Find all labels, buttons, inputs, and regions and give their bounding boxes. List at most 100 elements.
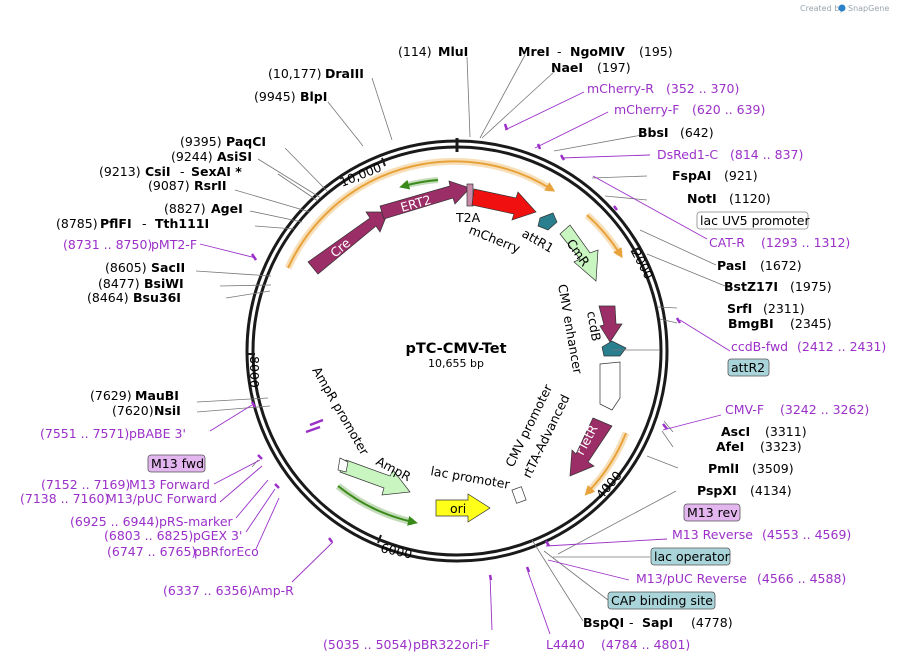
dsred-name: DsRed1-C [657, 147, 718, 162]
cat-r-position: (1293 .. 1312) [761, 235, 850, 250]
m13-fwd-box [147, 454, 206, 473]
bsu36i-position: (8464) [87, 290, 129, 305]
ert2-label: ERT2 [399, 192, 433, 215]
nsii-name: NsiI [154, 403, 181, 418]
label-bmgbi: BmgBI (2345) [728, 316, 832, 331]
label-srfi: SrfI (2311) [727, 301, 805, 316]
lacuv5-box [696, 211, 809, 230]
pmli-position: (3509) [752, 461, 794, 476]
rtta-arc [584, 432, 627, 496]
bstz17i-position: (1975) [790, 279, 832, 294]
attr1-feature [537, 212, 558, 231]
pbr322ori-f-name: pBR322ori-F [413, 637, 490, 652]
lac-operator-name: lac operator [654, 549, 731, 564]
asci-position: (3311) [765, 424, 807, 439]
bbsi-position: (642) [680, 125, 714, 140]
tick-mark [603, 483, 611, 490]
label-m13-rev: M13 rev [683, 503, 741, 522]
label-draiii: (10,177) DraIII [268, 66, 364, 81]
lac-operator-box [650, 547, 731, 566]
rsrii-position: (9087) [148, 178, 190, 193]
prs-marker-position: (6925 .. 6944) [70, 514, 159, 529]
mrei-name: MreI [518, 44, 550, 59]
mcherry-r-name: mCherry-R [587, 81, 654, 96]
pasi-position: (1672) [760, 258, 802, 273]
label-pgex3: (6803 .. 6825) pGEX 3' [104, 528, 242, 543]
asisi-position: (9244) [171, 149, 213, 164]
label-maubi: (7629) MauBI [90, 388, 179, 403]
label-lac-operator: lac operator [650, 547, 731, 566]
ccdb-label: ccdB [584, 310, 604, 342]
bstz17i-name: BstZ17I [724, 279, 778, 294]
label-cap: CAP binding site [607, 591, 716, 610]
label-prs-marker: (6925 .. 6944) pRS-marker [70, 514, 234, 529]
mlui-position: (114) [398, 44, 432, 59]
nsii-position: (7620) [112, 403, 154, 418]
mlui-name: MluI [438, 44, 468, 59]
maubi-position: (7629) [90, 388, 132, 403]
cmv-enhancer-feature [599, 361, 621, 411]
lac-operator-feature [511, 486, 527, 504]
cap-box [607, 591, 716, 610]
label-m13-reverse: M13 Reverse (4553 .. 4569) [672, 527, 851, 542]
bspqi-name: BspQI [583, 615, 624, 630]
bmgbi-name: BmgBI [728, 316, 774, 331]
ngomiv-name: NgoMIV [570, 44, 625, 59]
mcherry-feature [471, 188, 537, 221]
sacii-name: SacII [151, 260, 185, 275]
label-mrei: MreI - NgoMIV (195) [518, 44, 673, 59]
maubi-name: MauBI [135, 388, 179, 403]
asci-name: AscI [721, 424, 750, 439]
noti-name: NotI [687, 191, 717, 206]
lac-promoter-label: lac promoter [429, 463, 511, 492]
l4440-name: L4440 [546, 637, 585, 652]
cmv-f-position: (3242 .. 3262) [780, 402, 869, 417]
label-bsiwi: (8477) BsiWI [98, 276, 184, 291]
label-m13-fwd: M13 fwd [147, 454, 206, 473]
sacii-position: (8605) [105, 260, 147, 275]
fspai-position: (921) [724, 168, 758, 183]
pmt2-f-name: pMT2-F [151, 237, 197, 252]
ampr-promoter-feature [337, 457, 349, 473]
lacuv5-name: lac UV5 promoter [700, 213, 810, 228]
pbrforeco-position: (6747 .. 6765) [107, 544, 196, 559]
tth111i-name: Tth111I [155, 216, 209, 231]
sapi-name: SapI [642, 615, 673, 630]
label-pmli: PmlI (3509) [708, 461, 794, 476]
pspxi-position: (4134) [750, 483, 792, 498]
attr2-feature [601, 340, 627, 357]
mcherry-label: mCherry [467, 222, 523, 256]
cmr-feature [559, 224, 599, 282]
asisi-name: AsiSI [217, 149, 252, 164]
pflfi-sep: - [142, 216, 147, 231]
noti-position: (1120) [729, 191, 771, 206]
label-lacuv5: lac UV5 promoter [696, 211, 810, 230]
agei-position: (8827) [164, 201, 206, 216]
label-bbsi: BbsI (642) [638, 125, 714, 140]
snapgene-logo-icon [838, 4, 846, 12]
ccdb-fwd-name: ccdB-fwd [731, 339, 788, 354]
ampr-promoter-label: AmpR promoter [309, 364, 372, 458]
plasmid-name: pTC-CMV-Tet [405, 341, 506, 357]
naei-position: (197) [597, 60, 631, 75]
label-mcherry-r: mCherry-R (352 .. 370) [587, 81, 739, 96]
amp-r-name: Amp-R [252, 583, 294, 598]
pasi-name: PasI [717, 258, 746, 273]
amp-r-position: (6337 .. 6356) [163, 583, 252, 598]
primer-leaders [199, 91, 731, 635]
ccdb-feature [598, 305, 623, 343]
mcherry-f-position: (620 .. 639) [692, 102, 765, 117]
label-amp-r: (6337 .. 6356) Amp-R [163, 583, 294, 598]
label-naei: NaeI (197) [551, 60, 631, 75]
m13puc-fwd-name: M13/pUC Forward [106, 491, 217, 506]
bsiwi-name: BsiWI [144, 276, 184, 291]
tick-mark [381, 157, 386, 167]
attr1-label: attR1 [520, 226, 557, 256]
label-pmt2-f: (8731 .. 8750) pMT2-F [63, 237, 197, 252]
pmli-name: PmlI [708, 461, 739, 476]
paqci-name: PaqCI [226, 134, 266, 149]
label-agei: (8827) AgeI [164, 201, 243, 216]
m13puc-fwd-position: (7138 .. 7160) [20, 491, 109, 506]
label-pflfi: (8785) PflFI - Tth111I [56, 216, 209, 231]
